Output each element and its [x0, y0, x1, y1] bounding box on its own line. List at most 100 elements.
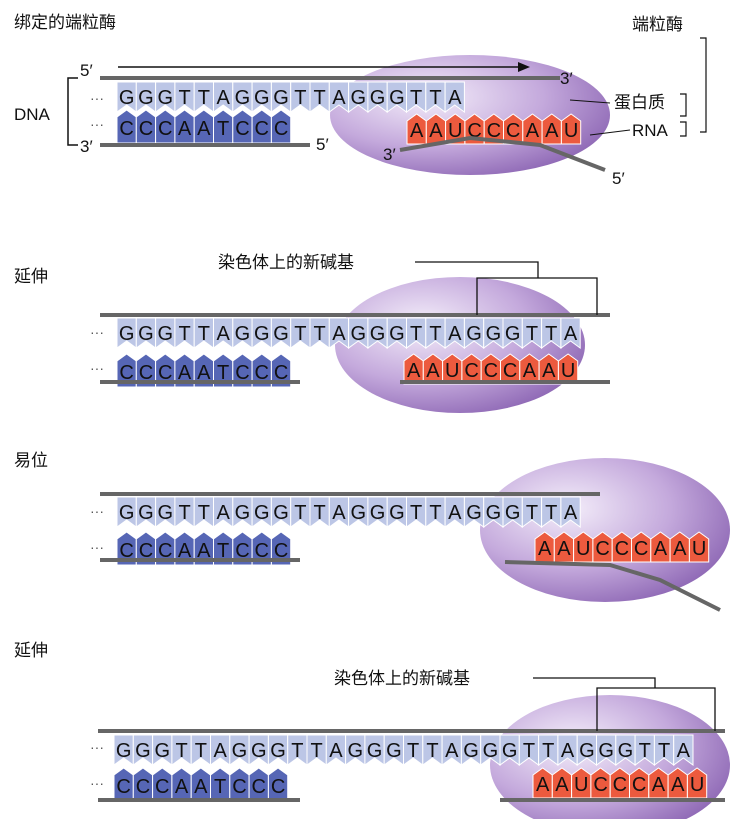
base-letter: G	[251, 740, 267, 762]
base-letter: A	[448, 87, 462, 109]
base-letter: G	[367, 740, 383, 762]
base-tile	[518, 734, 540, 766]
base-letter: C	[119, 118, 133, 140]
base-letter: A	[178, 118, 192, 140]
base-letter: A	[197, 540, 211, 562]
base-letter: T	[410, 323, 422, 345]
base-letter: G	[119, 323, 135, 345]
base-letter: C	[487, 120, 501, 142]
base-letter: G	[466, 502, 482, 524]
base-tile	[367, 81, 388, 113]
base-letter: C	[271, 776, 285, 798]
base-letter: A	[178, 362, 192, 384]
base-letter: G	[350, 323, 366, 345]
bottom-5prime: 5′	[316, 135, 329, 154]
base-letter: A	[545, 120, 559, 142]
base-letter: A	[332, 323, 346, 345]
base-letter: G	[273, 87, 289, 109]
base-letter: T	[526, 502, 538, 524]
base-tile	[383, 734, 404, 766]
base-letter: A	[523, 360, 537, 382]
base-letter: T	[214, 776, 226, 798]
base-letter: G	[235, 502, 251, 524]
base-letter: A	[564, 502, 578, 524]
base-letter: A	[429, 120, 443, 142]
base-letter: T	[429, 87, 441, 109]
rna-5prime: 5′	[612, 169, 625, 188]
base-letter: C	[116, 776, 130, 798]
new-bases-pointer-2	[533, 677, 656, 688]
telomerase-bracket	[700, 37, 707, 133]
base-letter: G	[135, 740, 151, 762]
base-tile	[213, 81, 234, 113]
base-tile	[290, 81, 311, 113]
base-tile	[425, 81, 446, 113]
base-letter: T	[294, 502, 306, 524]
base-letter: G	[154, 740, 170, 762]
base-letter: A	[194, 776, 208, 798]
base-letter: G	[386, 740, 402, 762]
base-tile	[135, 81, 157, 113]
new-bases-bracket-1	[476, 277, 598, 315]
base-letter: U	[574, 774, 588, 796]
base-letter: C	[274, 540, 288, 562]
new-bases-bracket-2	[596, 687, 716, 731]
base-letter: T	[198, 87, 210, 109]
base-tile	[232, 496, 253, 528]
base-tile	[251, 81, 272, 113]
base-letter: C	[139, 362, 153, 384]
base-tile	[229, 734, 250, 766]
base-letter: C	[503, 360, 517, 382]
base-tile	[155, 496, 176, 528]
base-tile	[213, 496, 234, 528]
base-tile	[135, 496, 157, 528]
base-tile	[155, 81, 176, 113]
base-tile	[232, 81, 253, 113]
base-tile	[444, 317, 465, 349]
title: 绑定的端粒酶	[14, 13, 116, 33]
protein-bracket	[680, 93, 687, 117]
new-bases-pointer-1	[415, 261, 539, 278]
new-bases-label-2: 染色体上的新碱基	[334, 669, 470, 689]
base-letter: A	[526, 120, 540, 142]
base-letter: T	[639, 740, 651, 762]
base-letter: T	[178, 323, 190, 345]
rna-3prime: 3′	[383, 145, 396, 164]
base-tile	[483, 317, 504, 349]
base-letter: G	[138, 87, 154, 109]
base-letter: T	[294, 323, 306, 345]
base-letter: T	[545, 323, 557, 345]
base-letter: A	[677, 740, 691, 762]
rna-label: RNA	[632, 121, 669, 140]
base-letter: T	[658, 740, 670, 762]
base-tile	[132, 734, 154, 766]
base-tile	[267, 767, 289, 802]
base-letter: T	[314, 502, 326, 524]
base-tile	[406, 496, 427, 528]
base-letter: C	[158, 118, 172, 140]
base-tile	[116, 496, 137, 528]
extension-arrow	[118, 62, 530, 72]
base-tile	[328, 496, 350, 528]
dots: ···	[90, 324, 104, 340]
base-letter: A	[538, 538, 552, 560]
base-letter: A	[426, 360, 440, 382]
base-letter: T	[314, 87, 326, 109]
base-letter: G	[232, 740, 248, 762]
base-letter: C	[158, 362, 172, 384]
base-tile	[441, 734, 462, 766]
base-tile	[386, 81, 407, 113]
top-5prime: 5′	[80, 61, 93, 80]
base-letter: C	[615, 538, 629, 560]
base-tile	[499, 734, 520, 766]
base-letter: A	[329, 740, 343, 762]
base-letter: C	[274, 118, 288, 140]
top-3prime: 3′	[560, 69, 573, 88]
base-letter: C	[232, 776, 246, 798]
base-letter: G	[502, 740, 518, 762]
base-letter: C	[255, 362, 269, 384]
base-tile	[306, 734, 327, 766]
base-tile	[634, 734, 655, 766]
